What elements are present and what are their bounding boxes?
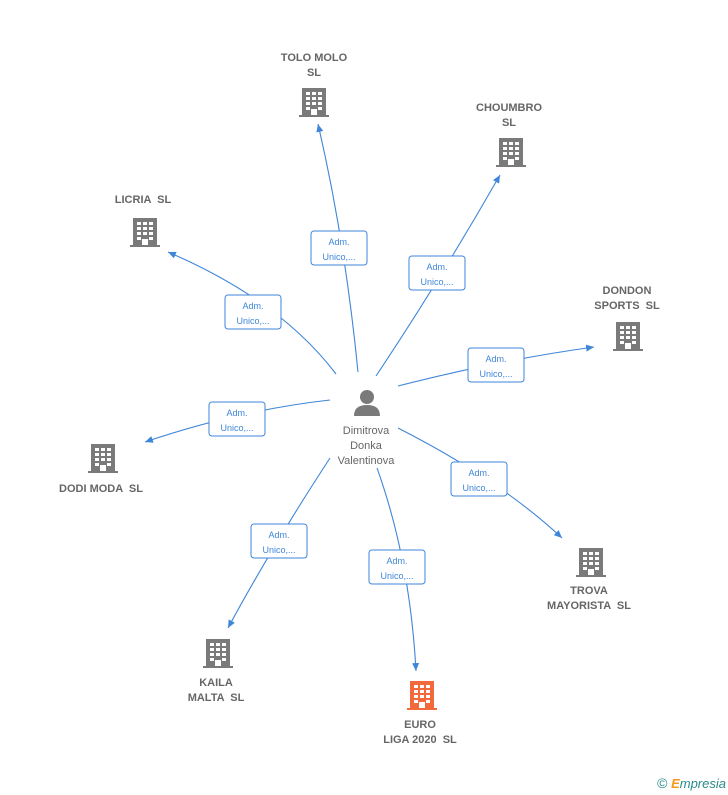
company-node-trova-mayorista[interactable]: TROVA MAYORISTA SL bbox=[547, 548, 631, 612]
company-node-choumbro[interactable]: CHOUMBRO SL bbox=[476, 102, 542, 167]
company-name-line: TOLO MOLO bbox=[281, 52, 348, 64]
relation-text: Adm. bbox=[226, 408, 247, 418]
relation-box bbox=[368, 549, 426, 585]
relation-label-euro-liga[interactable]: Adm. Unico,... bbox=[368, 549, 426, 585]
company-name-line: EURO bbox=[404, 719, 436, 731]
relation-text: Unico,... bbox=[479, 369, 512, 379]
relation-label-kaila-malta[interactable]: Adm. Unico,... bbox=[250, 523, 308, 559]
relation-text: Adm. bbox=[242, 301, 263, 311]
relation-text: Unico,... bbox=[322, 252, 355, 262]
relation-text: Adm. bbox=[468, 468, 489, 478]
company-name-line: CHOUMBRO bbox=[476, 102, 542, 114]
relation-text: Adm. bbox=[426, 262, 447, 272]
edges-layer: Adm.Unico,...Adm.Unico,...Adm.Unico,...A… bbox=[144, 123, 595, 672]
footer-brand: © Empresia bbox=[657, 775, 726, 791]
company-node-dondon-sports[interactable]: DONDON SPORTS SL bbox=[594, 285, 660, 351]
relation-text: Adm. bbox=[485, 354, 506, 364]
relation-box bbox=[467, 347, 525, 383]
relation-text: Unico,... bbox=[262, 545, 295, 555]
relation-label-dondon-sports[interactable]: Adm. Unico,... bbox=[467, 347, 525, 383]
building-icon bbox=[203, 639, 233, 668]
relation-box bbox=[250, 523, 308, 559]
building-icon bbox=[130, 218, 160, 247]
company-name-line: MAYORISTA SL bbox=[547, 600, 631, 612]
person-icon bbox=[354, 390, 380, 416]
building-icon bbox=[576, 548, 606, 577]
company-name-line: KAILA bbox=[199, 677, 233, 689]
relation-text: Adm. bbox=[328, 237, 349, 247]
relation-label-tolo-molo[interactable]: Adm. Unico,... bbox=[310, 230, 368, 266]
center-label-line: Valentinova bbox=[338, 455, 396, 467]
company-name-line: LIGA 2020 SL bbox=[383, 734, 457, 746]
relation-box bbox=[224, 294, 282, 330]
building-icon bbox=[299, 88, 329, 117]
company-node-tolo-molo[interactable]: TOLO MOLO SL bbox=[281, 52, 348, 117]
company-name-line: LICRIA SL bbox=[115, 194, 172, 206]
copyright-symbol: © bbox=[657, 775, 668, 791]
relation-label-choumbro[interactable]: Adm. Unico,... bbox=[408, 255, 466, 291]
company-name-line: SL bbox=[502, 117, 516, 129]
company-node-kaila-malta[interactable]: KAILA MALTA SL bbox=[188, 639, 245, 704]
relation-box bbox=[208, 401, 266, 437]
relation-text: Unico,... bbox=[236, 316, 269, 326]
company-name-line: SL bbox=[307, 67, 321, 79]
center-label-line: Donka bbox=[350, 440, 383, 452]
building-icon bbox=[88, 444, 118, 473]
relation-text: Unico,... bbox=[420, 277, 453, 287]
relation-label-dodi-moda[interactable]: Adm. Unico,... bbox=[208, 401, 266, 437]
relation-text: Adm. bbox=[386, 556, 407, 566]
brand-name: mpresia bbox=[679, 776, 726, 791]
relation-box bbox=[310, 230, 368, 266]
brand-logo-e: E bbox=[671, 776, 680, 791]
relation-text: Unico,... bbox=[380, 571, 413, 581]
building-icon bbox=[496, 138, 526, 167]
company-name-line: DODI MODA SL bbox=[59, 483, 143, 495]
company-name-line: MALTA SL bbox=[188, 692, 245, 704]
relation-box bbox=[408, 255, 466, 291]
company-name-line: TROVA bbox=[570, 585, 608, 597]
building-icon bbox=[613, 322, 643, 351]
company-node-licria[interactable]: LICRIA SL bbox=[115, 194, 172, 247]
company-name-line: SPORTS SL bbox=[594, 300, 660, 312]
company-name-line: DONDON bbox=[603, 285, 652, 297]
relation-text: Adm. bbox=[268, 530, 289, 540]
center-label-line: Dimitrova bbox=[343, 425, 390, 437]
building-icon bbox=[407, 681, 437, 710]
relation-box bbox=[450, 461, 508, 497]
relation-label-licria[interactable]: Adm. Unico,... bbox=[224, 294, 282, 330]
relation-text: Unico,... bbox=[462, 483, 495, 493]
company-node-euro-liga[interactable]: EURO LIGA 2020 SL bbox=[383, 681, 457, 746]
nodes-layer: TOLO MOLO SL CHOUMBRO SL LICRIA SL DONDON SPOR… bbox=[59, 52, 660, 746]
relation-text: Unico,... bbox=[220, 423, 253, 433]
relation-label-trova-mayorista[interactable]: Adm. Unico,... bbox=[450, 461, 508, 497]
company-node-dodi-moda[interactable]: DODI MODA SL bbox=[59, 444, 143, 495]
